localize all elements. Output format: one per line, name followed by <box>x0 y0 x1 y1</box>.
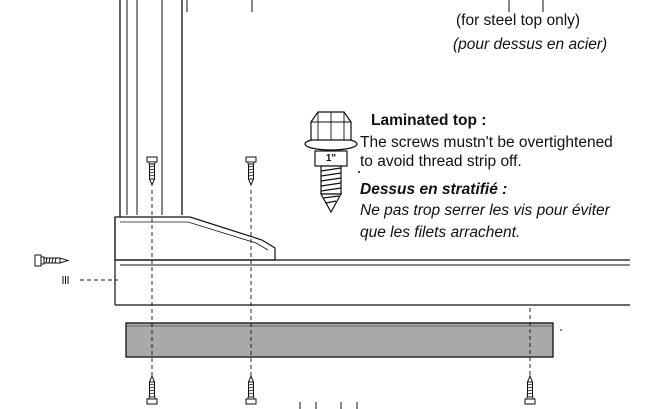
screw-bottom-right <box>524 375 536 405</box>
laminated-line-2: to avoid thread strip off. <box>360 153 522 170</box>
screw-length-label: 1" <box>325 153 337 164</box>
screw-top-center <box>245 156 257 186</box>
screw-bottom-center <box>245 375 257 405</box>
steel-top-note-fr: (pour dessus en acier) <box>453 36 608 53</box>
grey-panel <box>125 322 562 358</box>
upper-ticks <box>186 0 544 12</box>
dot-marker <box>358 171 360 173</box>
screw-top-left <box>146 156 158 186</box>
callout-screw-icon <box>304 111 358 214</box>
french-line-1: Ne pas trop serrer les vis pour éviter <box>360 202 610 219</box>
laminated-heading: Laminated top : <box>371 112 487 129</box>
laminated-line-1: The screws mustn't be overtightened <box>360 134 613 151</box>
steel-top-note-en: (for steel top only) <box>456 12 581 29</box>
horizontal-rail <box>115 259 630 306</box>
leg-post <box>119 0 183 255</box>
guide-lines <box>80 190 531 380</box>
french-heading: Dessus en stratifié : <box>360 181 508 198</box>
screw-bottom-left <box>146 375 158 405</box>
bottom-ticks <box>299 402 358 409</box>
screw-side <box>34 254 70 284</box>
french-line-2: que les filets arrachent. <box>360 224 521 241</box>
